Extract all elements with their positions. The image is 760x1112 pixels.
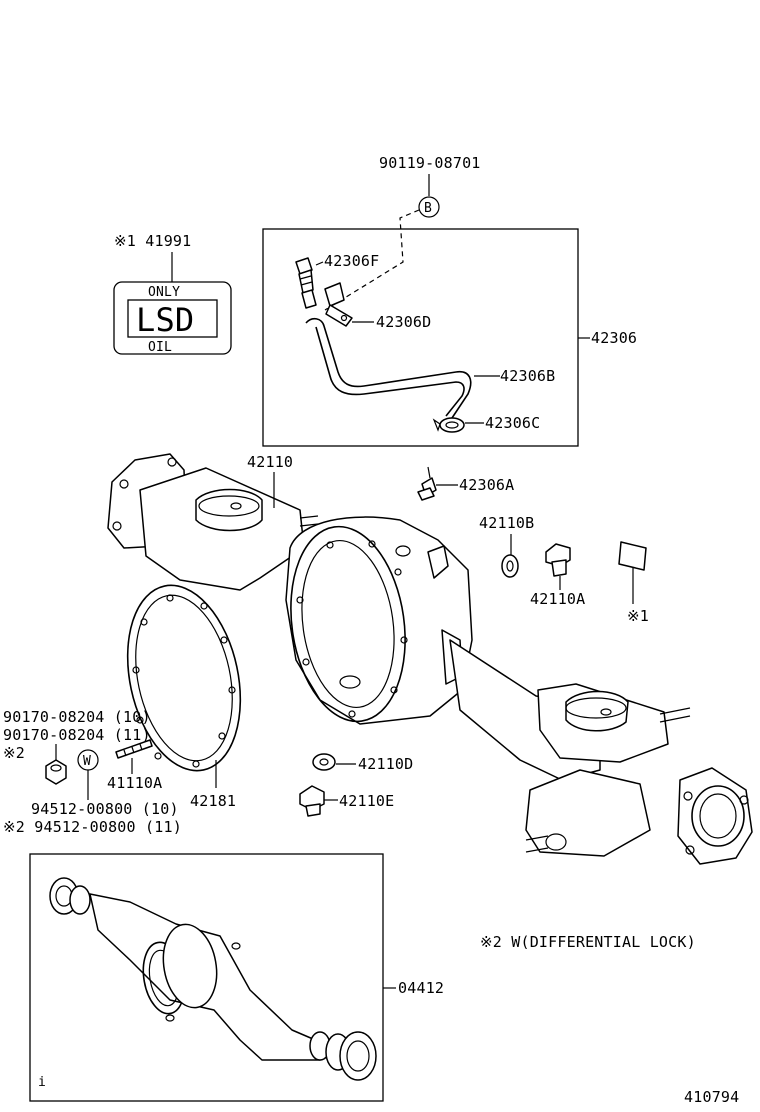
part-04412-label: 04412 — [398, 979, 444, 997]
nut-90170-08204 — [45, 759, 67, 785]
stud-bolt-41110a — [115, 739, 153, 759]
breather-hose-42306b — [305, 317, 472, 419]
inset-corner-mark: i — [38, 1075, 46, 1090]
part-42110d-label: 42110D — [358, 755, 413, 773]
hose-clamp-42306c — [432, 417, 465, 433]
breather-nipple-42306f — [295, 257, 317, 309]
drain-plug-42110e — [299, 785, 325, 817]
inset-housing-assembly-box — [29, 853, 384, 1102]
reference-circle-b — [418, 196, 440, 218]
label-plate-note1 — [618, 541, 647, 571]
plate-lsd-frame — [127, 299, 218, 338]
gasket-42110b — [501, 554, 519, 578]
part-42110-label: 42110 — [247, 453, 293, 471]
part-42110b-label: 42110B — [479, 514, 534, 532]
part-42306c-label: 42306C — [485, 414, 540, 432]
figure-number: 410794 — [684, 1088, 739, 1106]
plate-text-lsd: LSD — [136, 301, 194, 339]
breather-hose-42306b-inner — [315, 326, 465, 417]
part-42306-label: 42306 — [591, 329, 637, 347]
part-90170-10-label: 90170-08204 (10) — [3, 708, 151, 726]
inset-axle-housing-sketch — [49, 877, 377, 1081]
breather-fitting-42306a — [417, 466, 437, 501]
note1-label: ※1 — [627, 607, 649, 625]
part-42110a-label: 42110A — [530, 590, 585, 608]
part-42306d-label: 42306D — [376, 313, 431, 331]
part-42181-label: 42181 — [190, 792, 236, 810]
part-42306f-label: 42306F — [324, 252, 379, 270]
part-41110a-label: 41110A — [107, 774, 162, 792]
part-90119-08701-label: 90119-08701 — [379, 154, 481, 172]
part-90170-11-label: 90170-08204 (11) — [3, 726, 151, 744]
part-94512-11-label: ※2 94512-00800 (11) — [3, 818, 182, 836]
gasket-42110d — [312, 753, 336, 771]
part-42110e-label: 42110E — [339, 792, 394, 810]
note2-label: ※2 — [3, 744, 25, 762]
gasket-42110b-hole — [506, 560, 514, 572]
differential-lock-note: ※2 W(DIFFERENTIAL LOCK) — [480, 933, 696, 951]
carrier-gasket-42181 — [126, 584, 242, 772]
part-42306b-label: 42306B — [500, 367, 555, 385]
lsd-caution-plate — [113, 281, 232, 355]
leader-42306f — [315, 261, 324, 266]
plate-text-oil: OIL — [148, 340, 172, 355]
part-94512-10-label: 94512-00800 (10) — [31, 800, 179, 818]
dashed-leader-b — [324, 209, 420, 311]
axle-housing-42110 — [107, 453, 753, 865]
reference-circle-w — [77, 749, 99, 771]
filler-plug-42110a — [545, 543, 571, 577]
reference-circle-w-letter: W — [83, 754, 91, 769]
part-41991-label: ※1 41991 — [114, 232, 191, 250]
breather-bracket-42306d — [324, 282, 353, 327]
reference-circle-b-letter: B — [424, 201, 432, 216]
part-42306a-label: 42306A — [459, 476, 514, 494]
plate-text-only: ONLY — [148, 285, 180, 300]
